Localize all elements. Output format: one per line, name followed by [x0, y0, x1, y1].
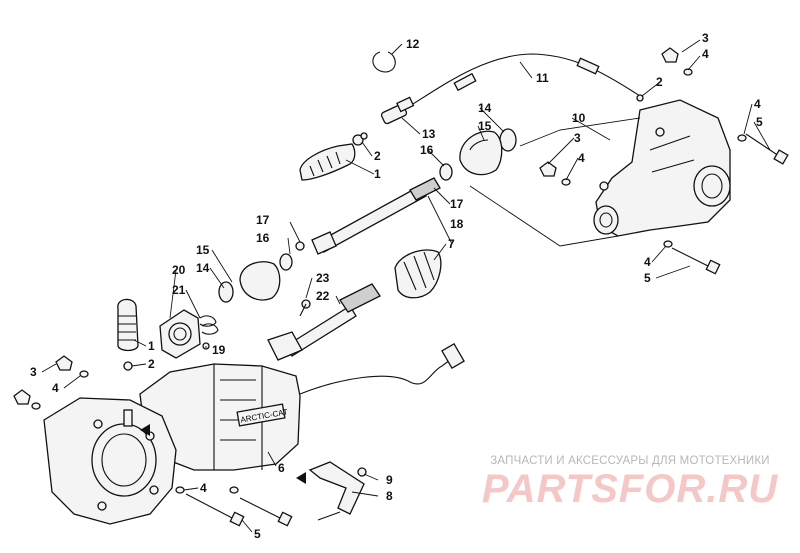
part-lower-driveshaft	[267, 283, 381, 361]
part-rear-housing	[593, 99, 731, 237]
reference-lines	[469, 117, 641, 247]
callout-17-upper: 17	[450, 197, 464, 211]
callout-2-cable: 2	[374, 149, 381, 163]
callout-17-lower: 17	[256, 213, 270, 227]
part-front-housing	[43, 397, 177, 525]
part-gearbox: ARCTIC-CAT	[139, 363, 301, 471]
part-wire-harness	[299, 342, 465, 395]
callout-12: 12	[406, 37, 420, 51]
part-boot-upper	[299, 134, 364, 181]
callout-3-rear: 3	[574, 131, 581, 145]
callout-11: 11	[536, 71, 549, 85]
callout-21: 21	[172, 283, 186, 297]
callout-9: 9	[386, 473, 393, 487]
callout-6: 6	[278, 461, 285, 475]
part-circlip	[372, 51, 396, 73]
callout-4-top: 4	[702, 47, 709, 61]
part-cable	[399, 53, 641, 113]
callout-16-upper: 16	[420, 143, 434, 157]
callout-4-bottom: 4	[200, 481, 207, 495]
direction-arrows	[140, 424, 306, 484]
part-seals-lower	[218, 241, 305, 303]
callout-8: 8	[386, 489, 393, 503]
callout-4-right: 4	[754, 97, 761, 111]
part-seal-plate	[159, 309, 219, 359]
callout-1-lower: 1	[148, 339, 155, 353]
part-driveshaft	[311, 177, 441, 255]
callout-15-lower: 15	[196, 243, 210, 257]
callout-16-lower: 16	[256, 231, 270, 245]
part-boot-lower	[117, 298, 139, 371]
callout-5-right: 5	[756, 115, 763, 129]
callout-4-left: 4	[52, 381, 59, 395]
part-boot-7	[394, 249, 442, 299]
callout-labels: 12 11 13 2 1 14 15 16 17 18 10 3 4 2 3 4…	[30, 31, 763, 541]
callout-3-top: 3	[702, 31, 709, 45]
callout-4-rear: 4	[578, 151, 585, 165]
callout-4-lower-right: 4	[644, 255, 651, 269]
callout-14-upper: 14	[478, 101, 492, 115]
part-seals-upper	[427, 128, 517, 189]
callout-20: 20	[172, 263, 186, 277]
callout-leaders	[41, 39, 771, 533]
callout-23: 23	[316, 271, 330, 285]
part-bracket	[308, 461, 367, 521]
callout-13: 13	[422, 127, 436, 141]
callout-14-lower: 14	[196, 261, 210, 275]
fasteners	[13, 47, 789, 527]
callout-10: 10	[572, 111, 586, 125]
callout-3-left: 3	[30, 365, 37, 379]
callout-18: 18	[450, 217, 464, 231]
callout-1-upper: 1	[374, 167, 381, 181]
callout-19: 19	[212, 343, 226, 357]
callout-2-lower: 2	[148, 357, 155, 371]
callout-2-rear: 2	[656, 75, 663, 89]
callout-5-lower-right: 5	[644, 271, 651, 285]
callout-7: 7	[448, 237, 455, 251]
callout-22: 22	[316, 289, 330, 303]
callout-15-upper: 15	[478, 119, 492, 133]
callout-5-bottom: 5	[254, 527, 261, 541]
part-cable-end	[380, 96, 415, 125]
